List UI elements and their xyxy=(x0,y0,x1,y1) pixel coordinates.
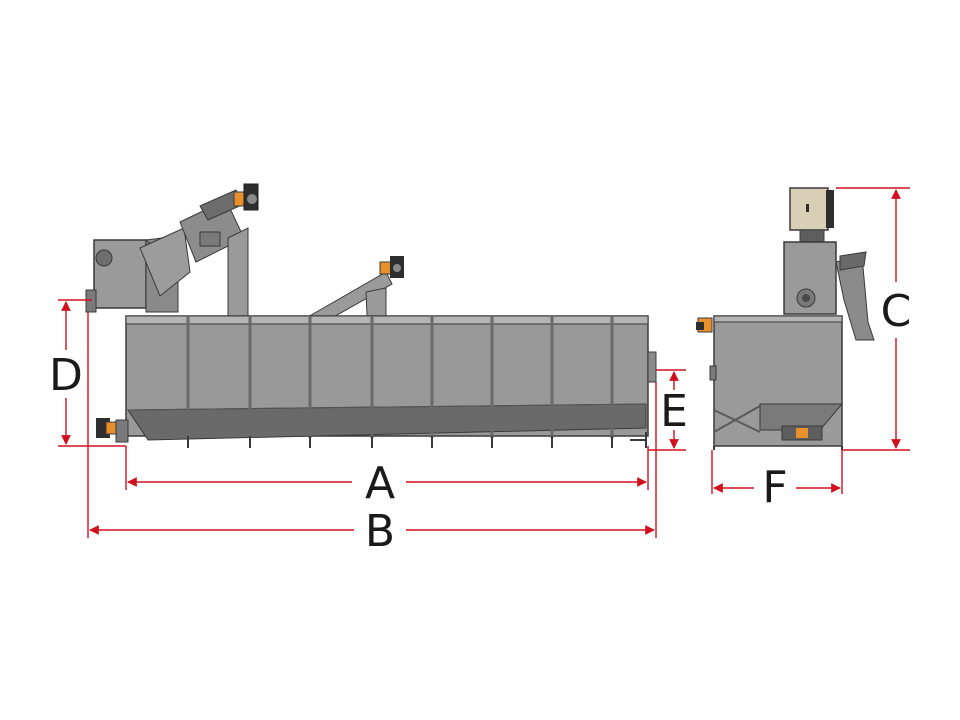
side-view xyxy=(85,183,657,448)
drum-motor-icon xyxy=(233,183,259,211)
dimension-labels: A B C D E F xyxy=(49,286,911,557)
end-bottom-motor-icon xyxy=(781,425,823,441)
dim-label-A: A xyxy=(365,458,395,509)
dim-label-F: F xyxy=(762,462,787,513)
end-motor-icon xyxy=(696,317,713,333)
control-panel xyxy=(789,187,834,231)
drum-screen xyxy=(139,183,259,339)
end-view xyxy=(696,187,875,450)
bottom-outlet-motor-icon xyxy=(96,418,129,443)
dim-label-C: C xyxy=(881,286,912,337)
dim-label-E: E xyxy=(660,386,688,437)
dim-label-B: B xyxy=(365,506,395,557)
dim-label-D: D xyxy=(49,350,83,401)
dimension-lines xyxy=(58,187,910,538)
end-tank xyxy=(696,315,844,450)
tank-ribs xyxy=(186,316,614,438)
conveyor-motor-icon xyxy=(379,256,404,278)
main-tank xyxy=(96,315,657,448)
